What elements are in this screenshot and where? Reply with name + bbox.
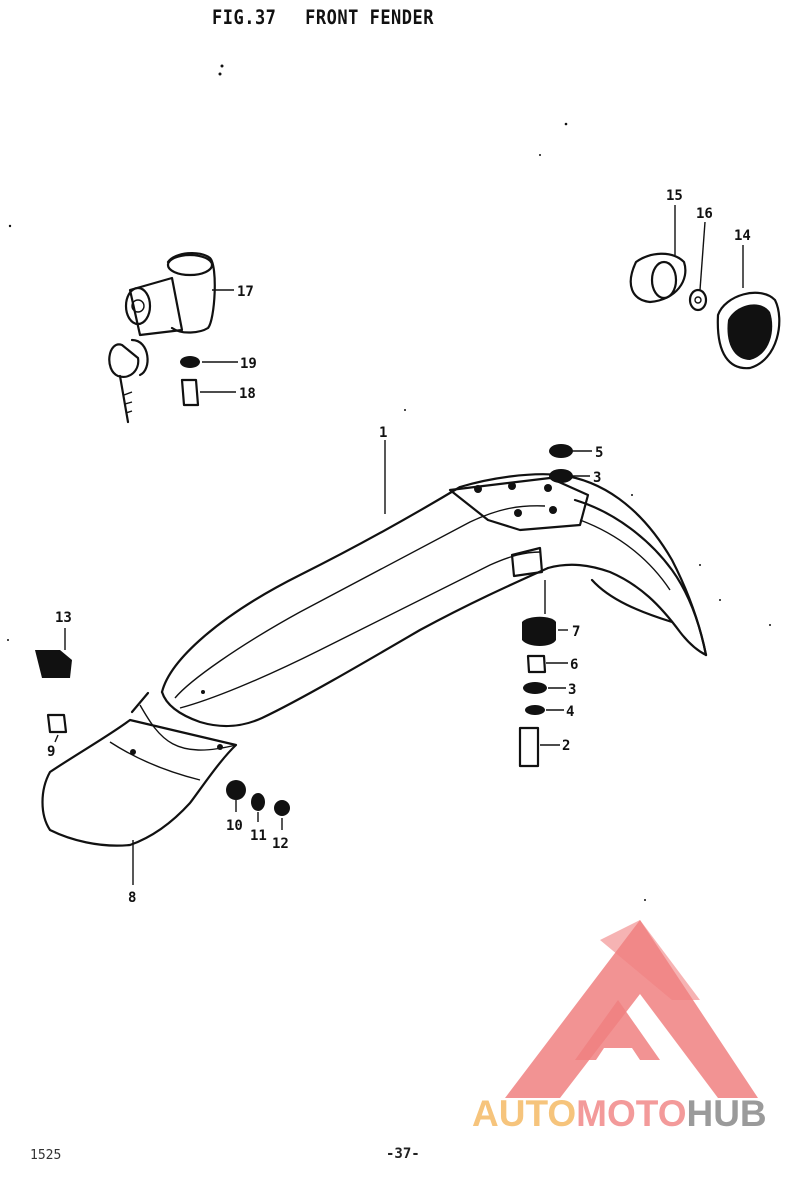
ignition-switch-part [108, 252, 216, 424]
front-fender-part [160, 473, 708, 728]
page-number: -37- [386, 1146, 420, 1162]
callout-12: 12 [272, 836, 289, 852]
leader-lines [54, 205, 744, 885]
callout-13: 13 [55, 610, 72, 626]
figure-title: FIG.37 FRONT FENDER [212, 7, 434, 30]
figure-name: FRONT FENDER [305, 6, 434, 30]
mud-flap-part [41, 691, 238, 847]
logo-triangle-icon [505, 920, 758, 1098]
reflector-part [629, 252, 781, 370]
callout-9: 9 [47, 744, 55, 760]
callout-16: 16 [696, 206, 713, 222]
callout-6: 6 [570, 657, 578, 673]
callout-18: 18 [239, 386, 256, 402]
logo-text-moto: MOTO [576, 1093, 686, 1134]
flap-hardware [35, 650, 290, 816]
callout-19: 19 [240, 356, 257, 372]
callout-3: 3 [593, 470, 601, 486]
callout-1: 1 [379, 425, 387, 441]
mounting-hardware [518, 444, 573, 768]
callout-2: 2 [562, 738, 570, 754]
callout-15: 15 [666, 188, 683, 204]
callout-labels: 1 2 3 3 4 5 6 7 8 9 10 11 12 13 14 15 16… [47, 188, 751, 906]
callout-3-lower: 3 [568, 682, 576, 698]
callout-7: 7 [572, 624, 580, 640]
logo-text-hub: HUB [686, 1093, 766, 1134]
logo-text-auto: AUTO [472, 1093, 576, 1134]
callout-5: 5 [595, 445, 603, 461]
callout-14: 14 [734, 228, 751, 244]
scan-specks [7, 64, 771, 901]
automotohub-logo: AUTOMOTOHUB [472, 920, 767, 1134]
callout-11: 11 [250, 828, 267, 844]
callout-8: 8 [128, 890, 136, 906]
callout-17: 17 [237, 284, 254, 300]
callout-4: 4 [566, 704, 574, 720]
svg-text:AUTOMOTOHUB: AUTOMOTOHUB [472, 1093, 767, 1134]
callout-10: 10 [226, 818, 243, 834]
footer-code: 1525 [30, 1148, 62, 1163]
figure-number: FIG.37 [212, 6, 277, 30]
